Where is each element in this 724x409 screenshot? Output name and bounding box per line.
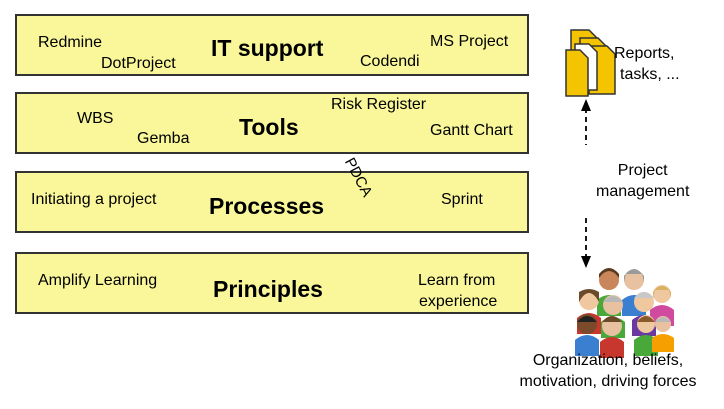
item-redmine: Redmine	[38, 34, 103, 51]
org-line-1: Organization, beliefs,	[532, 352, 684, 369]
layer-it-support: Redmine DotProject IT support Codendi MS…	[15, 14, 529, 76]
documents-icon	[565, 29, 616, 97]
item-gantt-chart: Gantt Chart	[430, 122, 513, 139]
org-line-2: motivation, driving forces	[519, 373, 697, 390]
item-gemba: Gemba	[137, 130, 190, 147]
layer-tools: WBS Gemba Tools Risk Register Gantt Char…	[15, 92, 529, 154]
double-arrow-icon	[581, 99, 591, 268]
item-initiating-a-project: Initiating a project	[31, 191, 157, 208]
reports-line-2: tasks, ...	[620, 66, 680, 83]
person-icon	[600, 316, 624, 358]
item-risk-register: Risk Register	[331, 96, 427, 113]
item-sprint: Sprint	[441, 191, 483, 208]
project-management-label: Project management	[596, 160, 689, 202]
layer-principles: Amplify Learning Principles Learn from e…	[15, 252, 529, 314]
item-wbs: WBS	[77, 110, 114, 127]
item-dotproject: DotProject	[101, 55, 176, 72]
item-amplify-learning: Amplify Learning	[38, 272, 158, 289]
layer-title-it-support: IT support	[211, 35, 324, 61]
layer-processes: Initiating a project Processes Sprint	[15, 171, 529, 233]
item-experience: experience	[419, 293, 498, 310]
item-learn-from: Learn from	[418, 272, 496, 289]
pm-line-2: management	[596, 183, 690, 200]
person-icon	[575, 314, 599, 356]
reports-line-1: Reports,	[614, 45, 675, 62]
layer-title-principles: Principles	[213, 276, 323, 302]
layer-title-processes: Processes	[209, 193, 325, 219]
person-icon	[652, 316, 674, 352]
people-group-icon	[575, 268, 674, 358]
item-codendi: Codendi	[360, 53, 420, 70]
organization-label: Organization, beliefs, motivation, drivi…	[505, 350, 711, 392]
pm-line-1: Project	[617, 162, 668, 179]
reports-label: Reports, tasks, ...	[614, 43, 680, 85]
layer-title-tools: Tools	[239, 114, 299, 140]
item-ms-project: MS Project	[430, 33, 509, 50]
